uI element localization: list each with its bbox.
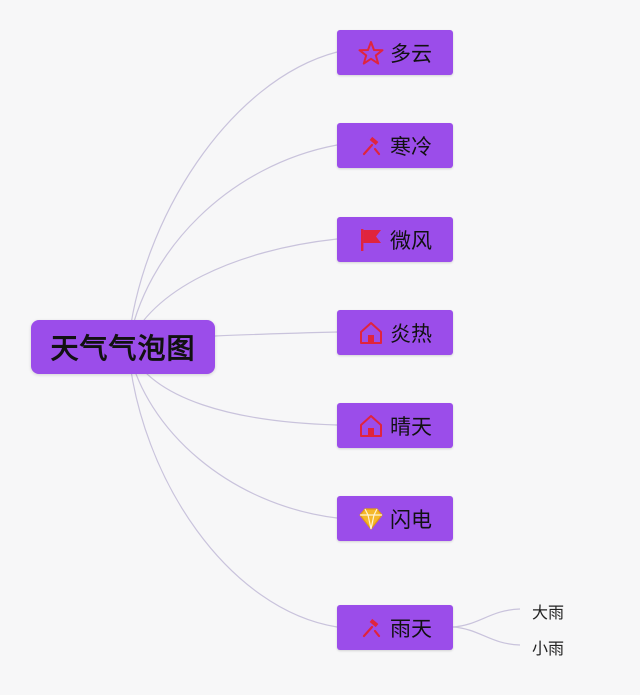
leaf-xiaoyu[interactable]: 小雨 [532,639,565,658]
edge-root-to-node-4 [214,331,338,337]
flag-icon [358,227,384,253]
node-label: 炎热 [390,321,432,346]
star-outline-icon [358,40,384,66]
node-hanleng[interactable]: 寒冷 [337,123,453,168]
node-label: 晴天 [390,414,432,439]
node-yanre[interactable]: 炎热 [337,310,453,355]
edge-root-to-node-1 [127,51,338,348]
hammer-icon [358,133,384,159]
leaf-dayu[interactable]: 大雨 [532,603,565,622]
diamond-icon [358,506,384,532]
edge-root-to-node-6 [127,346,338,519]
root-label: 天气气泡图 [50,332,196,365]
node-qingtian[interactable]: 晴天 [337,403,453,448]
node-label: 微风 [390,228,432,253]
node-label: 雨天 [390,616,432,641]
node-weifeng[interactable]: 微风 [337,217,453,262]
edge-root-to-node-7 [127,346,338,628]
node-label: 闪电 [390,507,432,532]
leaf-edges [452,608,521,646]
node-duoyun[interactable]: 多云 [337,30,453,75]
node-label: 寒冷 [390,134,432,159]
edge-node-7-to-leaf-2 [452,626,521,646]
node-shandian[interactable]: 闪电 [337,496,453,541]
home-icon [358,413,384,439]
node-label: 多云 [390,41,432,66]
hammer-icon [358,615,384,641]
edge-root-to-node-2 [127,144,338,348]
home-icon [358,320,384,346]
node-yutian[interactable]: 雨天 [337,605,453,650]
root-node[interactable]: 天气气泡图 [31,320,215,374]
edge-node-7-to-leaf-1 [452,608,521,628]
